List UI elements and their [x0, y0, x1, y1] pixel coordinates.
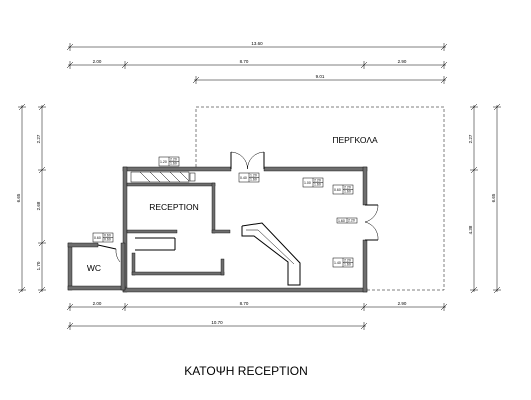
dimension-bottom-total: 10.70: [66, 320, 368, 330]
dimension-right-chain: 2.27 4.38: [468, 103, 478, 294]
opening-tag-width: 1.00: [304, 181, 311, 185]
opening-tags: 1.202.201.600.401.201.601.002.201.600.60…: [92, 156, 358, 268]
dim-label-left-mid: 2.68: [36, 201, 41, 210]
opening-tag-width: 0.40: [240, 176, 247, 180]
dim-label-left-bottom: 1.70: [36, 261, 41, 270]
opening-tag-value: 2.20: [170, 158, 177, 162]
opening-tag-value: 2.20: [314, 179, 321, 183]
dimension-pergola-width: 9.01: [192, 74, 448, 84]
opening-tag-value: 2.20: [344, 186, 351, 190]
dim-label-top-total: 13.60: [251, 41, 263, 46]
dimension-right-total: 6.65: [491, 103, 501, 294]
room-label-reception: RECEPTION: [149, 202, 199, 212]
dimension-top-chain: 2.00 8.70 2.90: [66, 59, 448, 69]
opening-tag-width: 1.60: [338, 219, 345, 223]
opening-tag-width: 1.40: [334, 261, 341, 265]
dim-label-right-total: 6.65: [491, 193, 496, 202]
opening-tag-value: 1.60: [344, 263, 351, 267]
dim-label-bottom-right: 2.90: [398, 301, 407, 306]
opening-tag-value: 1.60: [344, 190, 351, 194]
dim-label-bottom-total: 10.70: [211, 320, 223, 325]
dim-label-top-left: 2.00: [93, 59, 102, 64]
reception-fixtures: [130, 171, 196, 251]
main-double-door: [230, 151, 265, 170]
opening-tag-t1: 1.202.201.60: [158, 156, 180, 167]
opening-tag-width: 0.60: [334, 188, 341, 192]
dim-label-bottom-left: 2.00: [93, 301, 102, 306]
dim-label-top-right: 2.90: [398, 59, 407, 64]
dim-label-left-top: 2.27: [36, 134, 41, 143]
dimension-left-total: 6.65: [16, 103, 26, 294]
pergola-outline: [195, 106, 445, 291]
wc-walls: [67, 242, 126, 291]
opening-tag-width: 0.60: [94, 236, 101, 240]
opening-tag-value: 0.60: [104, 238, 111, 242]
opening-tag-value: 1.60: [250, 178, 257, 182]
opening-tag-value: 1.60: [314, 183, 321, 187]
dim-label-bottom-mid: 8.70: [240, 301, 249, 306]
dimension-top-total: 13.60: [66, 41, 448, 51]
opening-tag-width: 1.20: [160, 160, 167, 164]
opening-tag-value: 2.20: [348, 219, 355, 223]
building-walls: [122, 166, 368, 293]
dim-label-pergola-width: 9.01: [316, 74, 325, 79]
dimension-bottom-chain: 2.00 8.70 2.90: [66, 301, 448, 311]
opening-tag-value: 0.60: [104, 234, 111, 238]
opening-tag-value: 1.20: [250, 174, 257, 178]
opening-tag-t7: 0.600.600.60: [92, 232, 114, 243]
side-double-door: [364, 204, 379, 241]
opening-tag-value: 2.20: [344, 259, 351, 263]
dim-label-right-top: 2.27: [468, 134, 473, 143]
opening-tag-value: 1.60: [170, 162, 177, 166]
room-label-pergola: ΠΕΡΓΚΟΛΑ: [332, 135, 378, 145]
counter: [241, 222, 301, 286]
opening-tag-t6: 1.402.201.60: [332, 257, 354, 268]
dim-label-top-mid: 8.70: [240, 59, 249, 64]
dim-label-right-mid: 4.38: [468, 225, 473, 234]
room-label-wc: WC: [87, 263, 101, 273]
opening-tag-t2: 0.401.201.60: [238, 172, 260, 183]
drawing-title: ΚΑΤΟΨΗ RECEPTION: [184, 364, 308, 378]
opening-tag-t3: 1.002.201.60: [302, 177, 324, 188]
dim-label-left-total: 6.65: [16, 193, 21, 202]
dimension-left-chain: 2.27 2.68 1.70: [36, 103, 46, 294]
opening-tag-t4: 0.602.201.60: [332, 184, 354, 195]
